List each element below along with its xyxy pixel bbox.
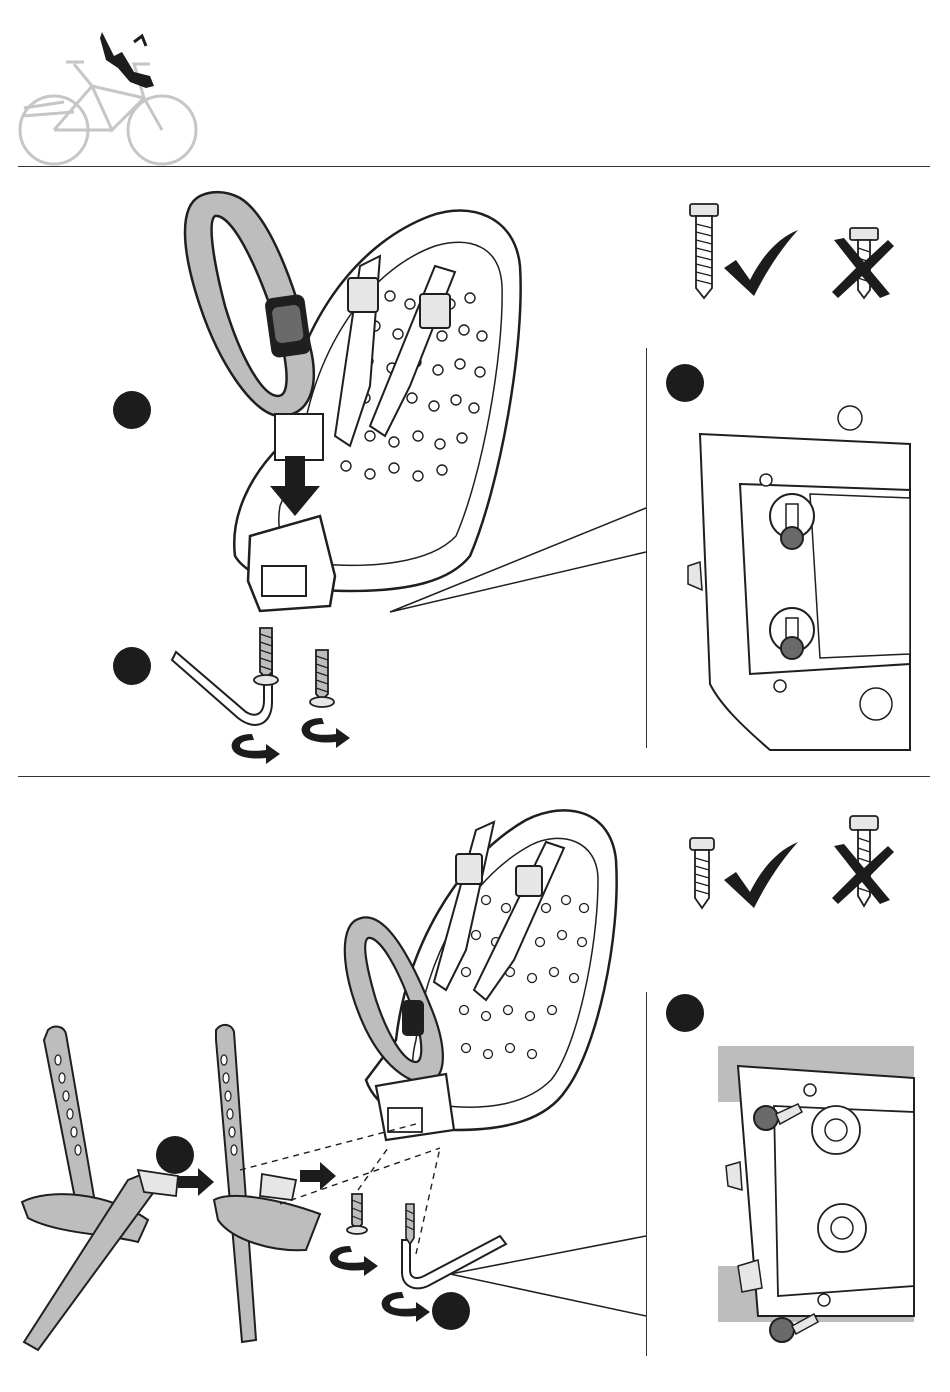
rotate-arrow-icon: [226, 728, 284, 764]
section-divider-middle: [18, 776, 930, 777]
screw-icon: [686, 200, 722, 300]
screw-icon: [342, 1192, 372, 1236]
step-dot-1: [113, 391, 151, 429]
step-dot-2: [113, 647, 151, 685]
rotate-arrow-icon: [376, 1286, 434, 1322]
step-dot-6: [666, 994, 704, 1032]
callout-lines: [390, 508, 650, 612]
cross-icon: [830, 842, 896, 904]
rotate-arrow-icon: [324, 1240, 382, 1276]
right-arrow-icon: [178, 1168, 214, 1196]
seat-mount-detail-icon: [718, 1016, 914, 1362]
callout-lines: [450, 1236, 650, 1318]
screw-icon: [686, 836, 718, 910]
seat-with-handlebar-icon: [336, 790, 626, 1150]
checkmark-icon: [722, 840, 802, 910]
seat-mount-detail-icon: [680, 404, 914, 750]
rotate-arrow-icon: [296, 712, 354, 748]
step-dot-3: [666, 364, 704, 402]
cross-icon: [830, 236, 896, 298]
screw-icon: [310, 650, 334, 707]
section-divider-top: [18, 166, 930, 167]
bike-with-front-child-seat-icon: [14, 24, 204, 166]
screw-icon: [254, 628, 278, 685]
checkmark-icon: [722, 228, 802, 298]
